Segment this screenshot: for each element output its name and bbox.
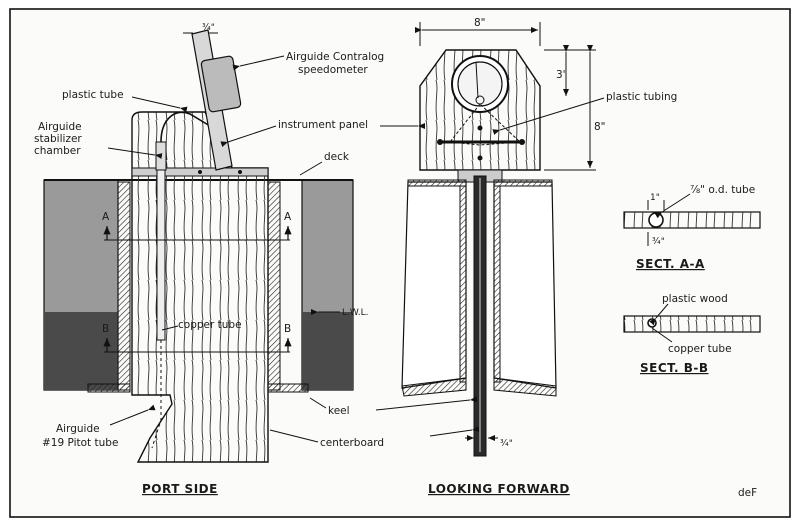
- section-bb-tube: [647, 318, 657, 328]
- label-speedometer-2: speedometer: [298, 64, 368, 76]
- hull-right-below-waterline: [302, 312, 353, 390]
- label-stabilizer-3: chamber: [34, 145, 81, 157]
- section-a-right: A: [284, 211, 292, 223]
- section-b-left: B: [102, 323, 109, 335]
- section-aa-tube: [648, 212, 664, 228]
- stabilizer-chamber: [155, 141, 167, 171]
- label-deck: deck: [324, 151, 350, 163]
- label-pitot-1: Airguide: [56, 423, 100, 435]
- artist-signature: deF: [738, 487, 757, 499]
- label-stabilizer-2: stabilizer: [34, 133, 82, 145]
- section-aa-board: [623, 211, 761, 229]
- label-lwl: L.W.L.: [342, 308, 368, 318]
- keel-bar-right: [267, 383, 309, 393]
- dim-1: 1": [650, 193, 660, 203]
- section-b-right: B: [284, 323, 291, 335]
- dim-width-8: 8": [474, 17, 486, 29]
- keel-bar-left: [87, 383, 131, 393]
- label-stabilizer-1: Airguide: [38, 121, 82, 133]
- hull-section-left: [401, 181, 467, 389]
- label-sect-bb: SECT. B-B: [640, 361, 709, 375]
- view-title-port-side: PORT SIDE: [142, 482, 218, 496]
- trunk-wall-right: [267, 181, 281, 391]
- label-instrument-panel: instrument panel: [278, 119, 368, 131]
- label-speedometer-1: Airguide Contralog: [286, 51, 384, 63]
- view-title-looking-forward: LOOKING FORWARD: [428, 482, 570, 496]
- section-bb: plastic wood copper tube SECT. B-B: [623, 293, 761, 375]
- label-plastic-tubing: plastic tubing: [606, 91, 677, 103]
- label-keel: keel: [328, 405, 350, 417]
- hull-section-right: [493, 181, 557, 389]
- dim-section-thickness: ¾": [652, 237, 665, 247]
- dim-3: 3": [556, 69, 568, 81]
- speedometer-side: [200, 55, 242, 113]
- plastic-tube-side: [160, 111, 211, 143]
- port-side-view: A A B B ¾" Airguide Contralog speedomete…: [34, 23, 384, 496]
- label-plastic-tube: plastic tube: [62, 89, 124, 101]
- label-copper-tube: copper tube: [178, 319, 242, 331]
- section-bb-board: [623, 315, 761, 333]
- label-od-tube: ⅞" o.d. tube: [690, 184, 755, 196]
- label-pitot-2: #19 Pitot tube: [42, 437, 118, 449]
- copper-tube-side: [156, 169, 166, 341]
- dim-panel-thickness: ¾": [202, 23, 215, 33]
- centerboard-side: [131, 111, 269, 463]
- dim-board-thickness: ¾": [500, 439, 513, 449]
- section-aa: 1" ⅞" o.d. tube ¾" SECT. A-A: [623, 184, 761, 271]
- label-copper-tube-section: copper tube: [668, 343, 732, 355]
- looking-forward-view: 8" 3" 8" ¾": [375, 17, 677, 496]
- label-centerboard: centerboard: [320, 437, 384, 449]
- label-plastic-wood: plastic wood: [662, 293, 728, 305]
- label-sect-aa: SECT. A-A: [636, 257, 705, 271]
- hull-left-below-waterline: [44, 312, 118, 390]
- dim-height-8: 8": [594, 121, 606, 133]
- section-a-left: A: [102, 211, 110, 223]
- trunk-wall-left: [117, 181, 131, 391]
